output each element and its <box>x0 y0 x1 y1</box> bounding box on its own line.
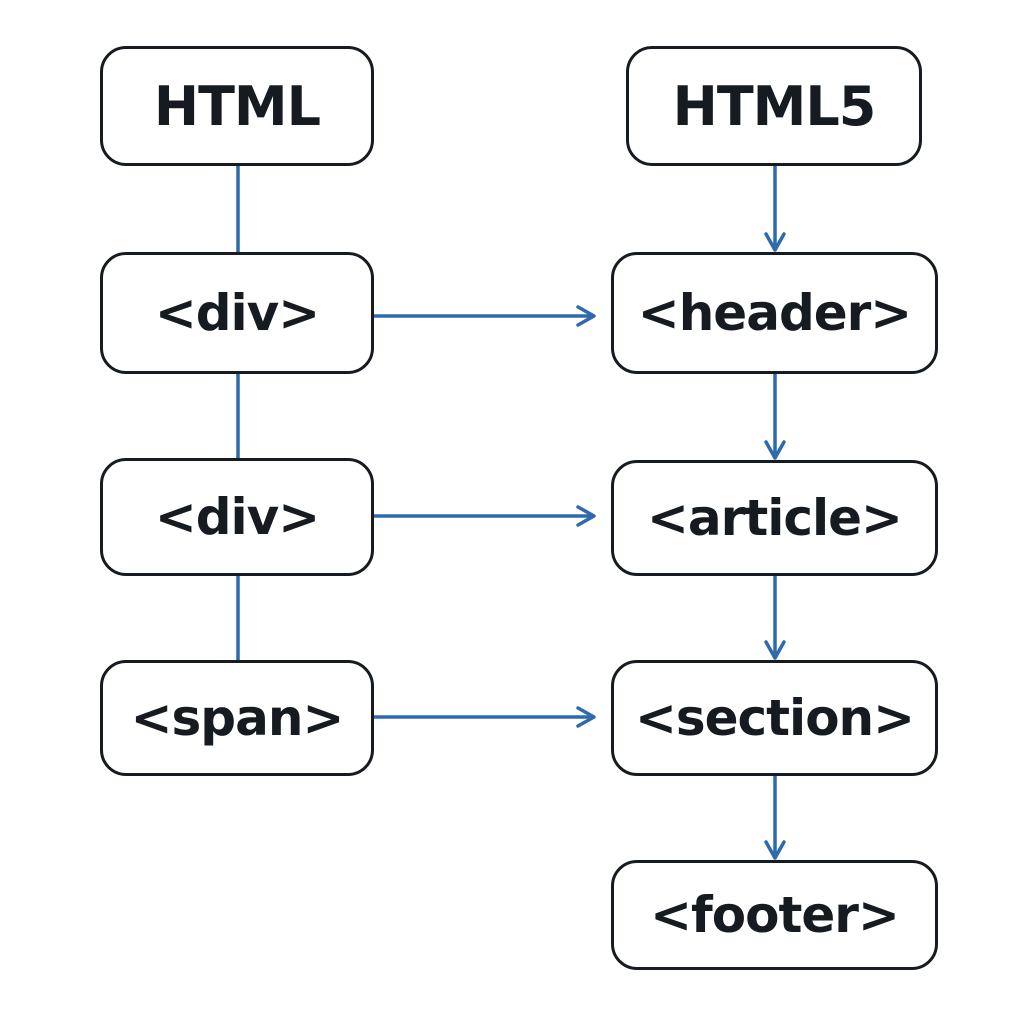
node-html-label: HTML <box>153 74 321 138</box>
node-section: <section> <box>611 660 938 776</box>
node-div-2: <div> <box>100 458 374 576</box>
node-section-label: <section> <box>634 689 915 747</box>
node-footer: <footer> <box>611 860 938 970</box>
node-span: <span> <box>100 660 374 776</box>
node-article-label: <article> <box>647 489 903 547</box>
node-html: HTML <box>100 46 374 166</box>
node-article: <article> <box>611 460 938 576</box>
node-header-label: <header> <box>637 284 912 342</box>
node-div-2-label: <div> <box>154 488 320 546</box>
node-div-1-label: <div> <box>154 284 320 342</box>
node-html5-label: HTML5 <box>672 74 877 138</box>
node-div-1: <div> <box>100 252 374 374</box>
node-footer-label: <footer> <box>650 886 900 944</box>
node-span-label: <span> <box>130 689 345 747</box>
node-html5: HTML5 <box>626 46 922 166</box>
node-header: <header> <box>611 252 938 374</box>
